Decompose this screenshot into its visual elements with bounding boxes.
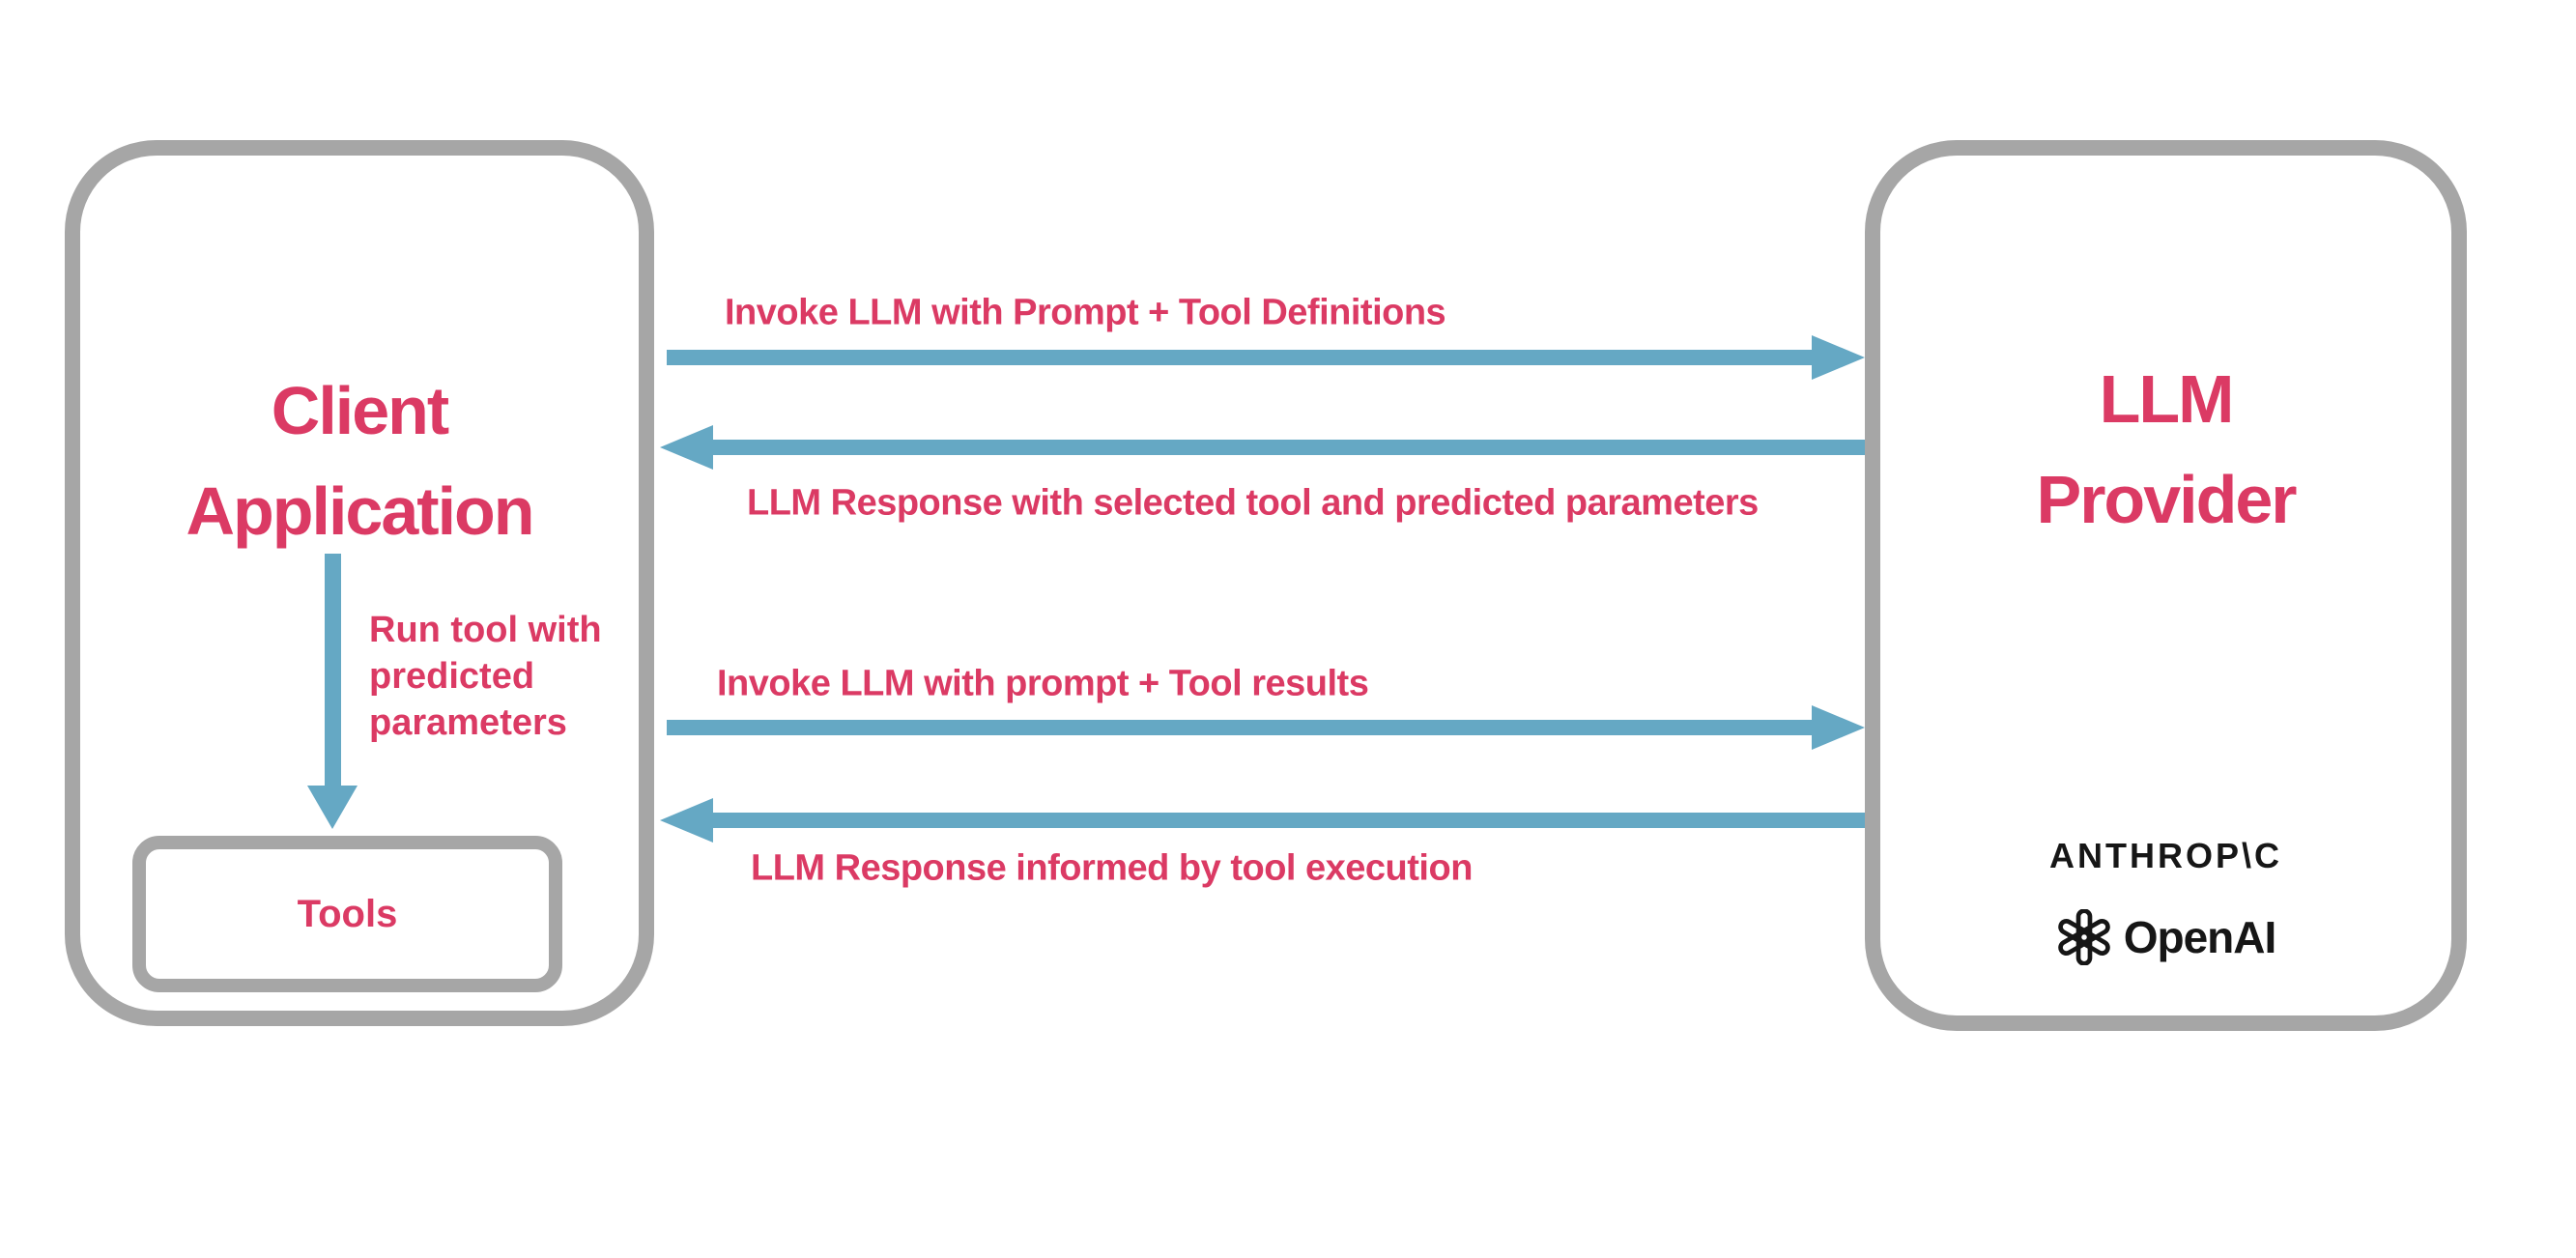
- arrow-2-shaft: [713, 440, 1865, 455]
- arrow-4-head-left-icon: [660, 798, 713, 843]
- arrow-1-shaft: [667, 350, 1812, 365]
- run-tool-arrow-head-icon: [307, 786, 358, 829]
- arrow-2-head-left-icon: [660, 425, 713, 470]
- llm-provider-title: LLM Provider: [1865, 349, 2467, 550]
- llm-provider-box: [1865, 140, 2467, 1031]
- client-title-line1: Client: [271, 373, 449, 448]
- arrow-2-label: LLM Response with selected tool and pred…: [747, 482, 1759, 524]
- anthropic-logo: ANTHROP\C: [2049, 836, 2282, 875]
- arrow-3-shaft: [667, 720, 1812, 735]
- arrow-1-head-right-icon: [1812, 335, 1865, 380]
- arrow-3-head-right-icon: [1812, 705, 1865, 750]
- tools-box-label: Tools: [297, 892, 398, 935]
- client-title-line2: Application: [186, 473, 534, 549]
- arrow-4-shaft: [713, 813, 1865, 828]
- arrow-1-label: Invoke LLM with Prompt + Tool Definition…: [725, 292, 1446, 333]
- run-tool-arrow-label: Run tool with predicted parameters: [369, 610, 602, 743]
- provider-title-line1: LLM: [2099, 361, 2235, 437]
- provider-title-line2: Provider: [2036, 462, 2298, 537]
- arrow-3-label: Invoke LLM with prompt + Tool results: [717, 663, 1369, 704]
- openai-logo: OpenAI: [1865, 906, 2467, 968]
- arrow-4-label: LLM Response informed by tool execution: [751, 847, 1473, 889]
- client-application-title: Client Application: [65, 360, 654, 561]
- run-tool-arrow-shaft: [325, 554, 341, 786]
- openai-flower-icon: [2056, 909, 2112, 965]
- openai-wordmark: OpenAI: [2123, 912, 2277, 962]
- tools-box: Tools: [132, 836, 562, 992]
